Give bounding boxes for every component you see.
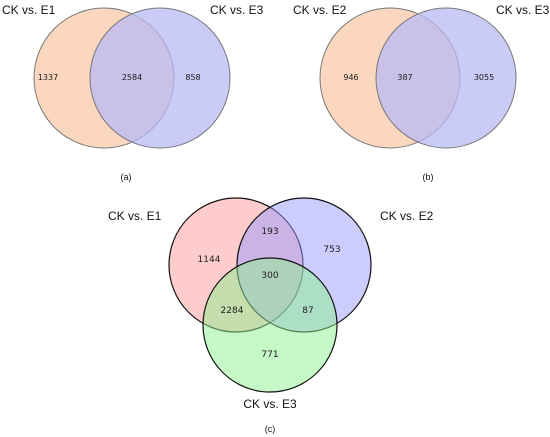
panel-c-count-all-three: 300	[261, 271, 278, 281]
panel-a: CK vs. E1 CK vs. E3 1337 2584 858 (a)	[2, 3, 264, 182]
panel-b-count-overlap: 387	[397, 73, 412, 82]
panel-c: CK vs. E1 CK vs. E2 CK vs. E3 1144 193 7…	[108, 197, 434, 434]
panel-a-set-label-right: CK vs. E3	[210, 3, 264, 17]
panel-a-count-overlap: 2584	[122, 73, 142, 82]
panel-c-count-e2-e3: 87	[302, 306, 313, 316]
panel-a-caption: (a)	[121, 172, 132, 182]
panel-a-count-left-only: 1337	[38, 73, 58, 82]
panel-c-circle-ck-e3	[202, 257, 338, 393]
panel-c-set-label-e1: CK vs. E1	[108, 209, 162, 223]
panel-b-set-label-left: CK vs. E2	[293, 3, 347, 17]
panel-b-count-left-only: 946	[343, 73, 358, 82]
panel-c-count-e1-e2: 193	[261, 227, 278, 237]
panel-c-count-e2-only: 753	[323, 245, 340, 255]
panel-c-caption: (c)	[265, 424, 276, 434]
panel-c-set-label-e2: CK vs. E2	[380, 209, 434, 223]
panel-a-set-label-left: CK vs. E1	[2, 3, 56, 17]
panel-b-set-label-right: CK vs. E3	[496, 3, 550, 17]
panel-c-count-e1-only: 1144	[198, 255, 221, 265]
panel-c-count-e3-only: 771	[261, 350, 278, 360]
panel-b-count-right-only: 3055	[474, 73, 494, 82]
panel-c-count-e1-e3: 2284	[221, 306, 244, 316]
panel-a-circle-ck-e3	[89, 7, 231, 149]
panel-b-circle-ck-e3	[375, 7, 517, 149]
panel-b: CK vs. E2 CK vs. E3 946 387 3055 (b)	[293, 3, 550, 182]
panel-c-set-label-e3: CK vs. E3	[243, 397, 297, 411]
panel-b-caption: (b)	[423, 172, 434, 182]
panel-a-count-right-only: 858	[185, 73, 200, 82]
